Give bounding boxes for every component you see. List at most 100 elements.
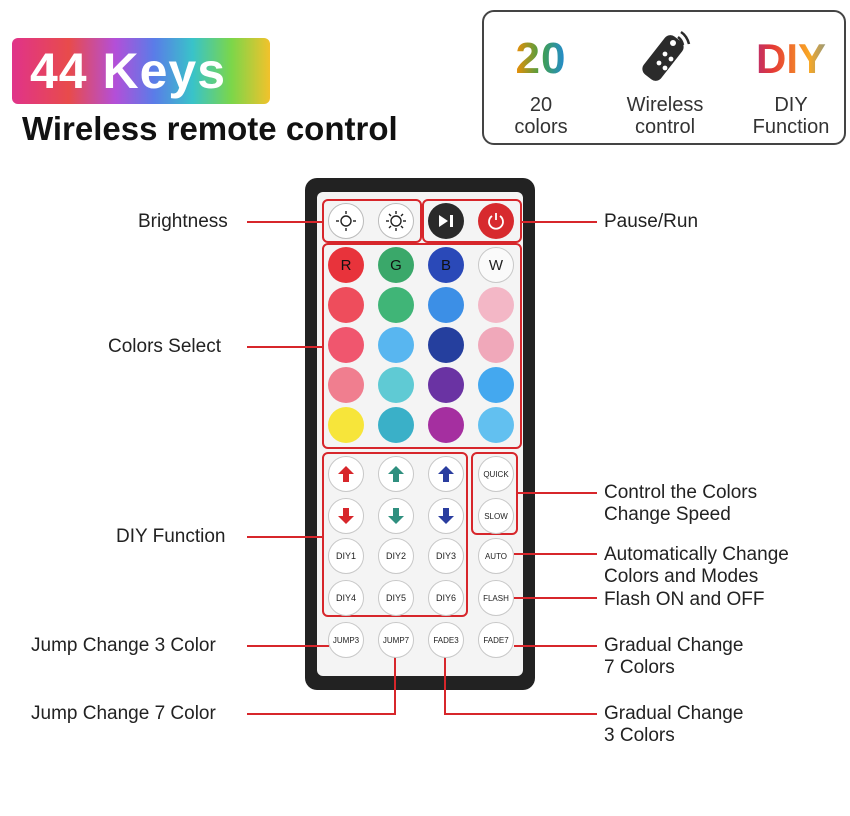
brightness-group <box>322 199 422 243</box>
diy-button[interactable]: DIY4 <box>328 580 364 616</box>
color-button[interactable]: B <box>428 247 464 283</box>
arrow-down-button[interactable] <box>328 498 364 534</box>
pause-run-group <box>422 199 522 243</box>
callout-line <box>522 221 597 223</box>
arrow-up-button[interactable] <box>428 456 464 492</box>
diy-button[interactable]: DIY3 <box>428 538 464 574</box>
callout-line <box>247 713 396 715</box>
jump3-label: Jump Change 3 Color <box>31 635 216 656</box>
fade7-label-1: Gradual Change <box>604 635 744 656</box>
feature-label: Wireless <box>626 94 704 116</box>
callout-line <box>514 553 597 555</box>
color-button[interactable] <box>428 287 464 323</box>
callout-line <box>247 221 322 223</box>
feature-20-colors: 20 20 colors <box>486 24 596 138</box>
arrow-down-icon <box>338 508 354 524</box>
feature-wireless: Wireless control <box>610 24 720 138</box>
brightness-label: Brightness <box>138 211 228 232</box>
color-button[interactable]: G <box>378 247 414 283</box>
jump7-label: Jump Change 7 Color <box>31 703 216 724</box>
callout-line <box>247 346 322 348</box>
feature-diy: DIY DIY Function <box>736 24 846 138</box>
pause-run-label: Pause/Run <box>604 211 699 232</box>
color-button[interactable] <box>478 407 514 443</box>
fade3-label-2: 3 Colors <box>604 725 675 746</box>
play-pause-icon <box>439 215 453 227</box>
brightness-up-icon <box>386 211 406 231</box>
title-badge: 44 Keys <box>12 38 270 104</box>
fade3-label-1: Gradual Change <box>604 703 744 724</box>
color-button[interactable] <box>478 287 514 323</box>
arrow-up-icon <box>338 466 354 482</box>
color-button[interactable] <box>328 367 364 403</box>
diy-icon: DIY <box>736 24 846 94</box>
colors-select-label: Colors Select <box>108 336 221 357</box>
callout-line <box>444 713 597 715</box>
fade7-label-2: 7 Colors <box>604 657 675 678</box>
auto-label-2: Colors and Modes <box>604 566 759 587</box>
effect-button[interactable]: FADE3 <box>428 622 464 658</box>
color-button[interactable] <box>328 287 364 323</box>
diy-button[interactable]: DIY2 <box>378 538 414 574</box>
feature-label: DIY <box>774 94 808 116</box>
arrow-down-icon <box>438 508 454 524</box>
color-button[interactable]: R <box>328 247 364 283</box>
color-button[interactable] <box>478 327 514 363</box>
color-button[interactable] <box>328 327 364 363</box>
arrow-up-icon <box>438 466 454 482</box>
speed-label-1: Control the Colors <box>604 482 758 503</box>
arrow-up-button[interactable] <box>378 456 414 492</box>
color-button[interactable]: W <box>478 247 514 283</box>
feature-label: control <box>634 116 696 138</box>
color-button[interactable] <box>328 407 364 443</box>
color-button[interactable] <box>428 367 464 403</box>
callout-line <box>394 655 396 715</box>
diy-function-label: DIY Function <box>116 526 226 547</box>
callout-line <box>247 645 329 647</box>
arrow-up-icon <box>388 466 404 482</box>
subtitle: Wireless remote control <box>22 110 398 147</box>
play-pause-button[interactable] <box>428 203 464 239</box>
color-button[interactable] <box>428 327 464 363</box>
color-button[interactable] <box>428 407 464 443</box>
color-button[interactable] <box>378 367 414 403</box>
brightness-down-icon <box>336 211 356 231</box>
color-button[interactable] <box>478 367 514 403</box>
feature-box: 20 20 colors Wireless control DIY DIY Fu… <box>482 10 846 145</box>
power-button[interactable] <box>478 203 514 239</box>
auto-label-1: Automatically Change <box>604 544 789 565</box>
callout-line <box>514 597 597 599</box>
callout-line <box>518 492 597 494</box>
color-button[interactable] <box>378 407 414 443</box>
arrow-down-button[interactable] <box>428 498 464 534</box>
feature-label: colors <box>514 116 568 138</box>
remote-control-icon <box>610 24 720 94</box>
arrow-down-icon <box>388 508 404 524</box>
effect-button[interactable]: FADE7 <box>478 622 514 658</box>
speed-button[interactable]: QUICK <box>478 456 514 492</box>
badge-text: 44 Keys <box>30 43 227 99</box>
diy-button[interactable]: DIY6 <box>428 580 464 616</box>
callout-line <box>514 645 597 647</box>
brightness-up-button[interactable] <box>378 203 414 239</box>
callout-line <box>247 536 322 538</box>
diy-button[interactable]: DIY5 <box>378 580 414 616</box>
callout-line <box>444 655 446 715</box>
feature-label: Function <box>752 116 830 138</box>
color-button[interactable] <box>378 327 414 363</box>
diy-button[interactable]: DIY1 <box>328 538 364 574</box>
arrow-up-button[interactable] <box>328 456 364 492</box>
effect-button[interactable]: JUMP7 <box>378 622 414 658</box>
color-button[interactable] <box>378 287 414 323</box>
mode-button[interactable]: FLASH <box>478 580 514 616</box>
brightness-down-button[interactable] <box>328 203 364 239</box>
flash-label: Flash ON and OFF <box>604 589 765 610</box>
power-icon <box>488 213 504 230</box>
mode-button[interactable]: AUTO <box>478 538 514 574</box>
speed-label-2: Change Speed <box>604 504 731 525</box>
colors-select-group <box>322 243 522 449</box>
effect-button[interactable]: JUMP3 <box>328 622 364 658</box>
arrow-down-button[interactable] <box>378 498 414 534</box>
twenty-colors-icon: 20 <box>486 24 596 94</box>
speed-button[interactable]: SLOW <box>478 498 514 534</box>
